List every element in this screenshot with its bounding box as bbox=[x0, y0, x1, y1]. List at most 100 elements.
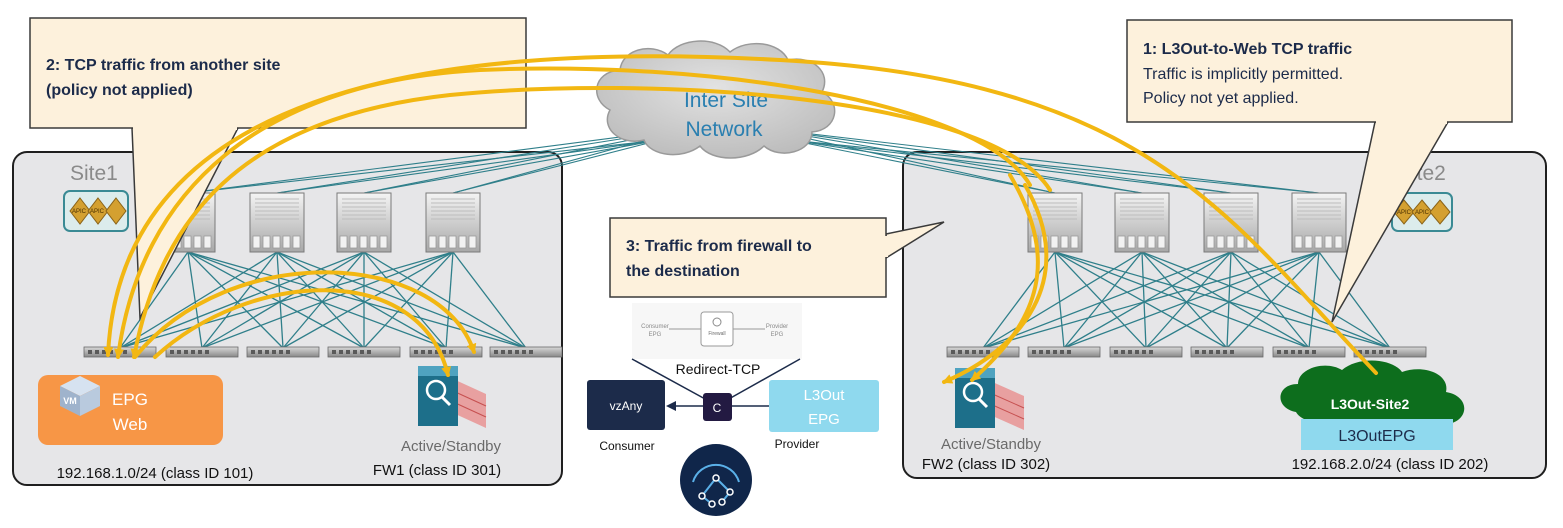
fabric-link bbox=[1054, 251, 1065, 349]
epg-web-line1: EPG bbox=[112, 390, 148, 409]
orchestrator-logo bbox=[680, 444, 752, 516]
fabric-link bbox=[282, 251, 454, 349]
isn-link bbox=[789, 139, 1056, 194]
epg-web: VM EPG Web bbox=[38, 375, 223, 445]
isn-link bbox=[276, 139, 661, 194]
isn-link bbox=[452, 139, 661, 194]
magnifier-icon bbox=[425, 379, 447, 401]
vzany-epg: vzAny bbox=[587, 380, 665, 430]
site2-subnet: 192.168.2.0/24 (class ID 202) bbox=[1292, 456, 1489, 473]
leaf-switch bbox=[1027, 346, 1101, 358]
l3out-epg-line1: L3Out bbox=[804, 387, 846, 404]
leaf-switch bbox=[489, 346, 563, 358]
fabric-link bbox=[1054, 251, 1391, 349]
fabric-link bbox=[1226, 251, 1232, 349]
traffic-path-5 bbox=[153, 288, 451, 377]
fabric-link bbox=[187, 251, 365, 349]
fabric-link bbox=[1230, 251, 1310, 349]
site1-subnet: 192.168.1.0/24 (class ID 101) bbox=[57, 465, 254, 482]
leaf-switch bbox=[409, 346, 483, 358]
fabric-link bbox=[1141, 251, 1310, 349]
callout-1: 1: L3Out-to-Web TCP traffic Traffic is i… bbox=[1126, 19, 1513, 323]
fabric-link bbox=[187, 251, 447, 349]
leaf-switch bbox=[246, 346, 320, 358]
leaf-switch bbox=[1272, 346, 1346, 358]
apic-label: APIC bbox=[90, 209, 105, 215]
firewall-fw1: Active/Standby FW1 (class ID 301) bbox=[373, 366, 502, 479]
fabric-link bbox=[982, 251, 1320, 349]
callout-2-line2: (policy not applied) bbox=[46, 82, 193, 99]
fabric-link bbox=[201, 251, 278, 349]
fabric-link bbox=[187, 251, 527, 349]
traffic-path-2 bbox=[114, 66, 1032, 359]
vzany-label: vzAny bbox=[610, 399, 643, 413]
fabric-link bbox=[282, 251, 365, 349]
fabric-link bbox=[982, 251, 1056, 349]
l3out-site2: L3Out-Site2 L3OutEPG bbox=[1280, 360, 1465, 450]
traffic-path-4 bbox=[133, 270, 477, 359]
spine-switch bbox=[249, 192, 305, 253]
traffic-path-3 bbox=[130, 85, 1052, 359]
apic-cluster-site2: APIC APIC bbox=[1391, 192, 1453, 232]
fabric-link bbox=[276, 251, 527, 349]
fabric-link bbox=[1063, 251, 1232, 349]
isn-link bbox=[759, 127, 1320, 194]
sg-consumer-epg-2: EPG bbox=[649, 332, 662, 338]
traffic-path-1 bbox=[103, 54, 1378, 375]
isn-label-line2: Network bbox=[685, 118, 763, 141]
l3out-epg-line2: EPG bbox=[808, 411, 840, 428]
callout-1-title: 1: L3Out-to-Web TCP traffic bbox=[1143, 41, 1352, 58]
isn-links bbox=[187, 127, 1320, 194]
isn-link bbox=[789, 139, 1232, 194]
fabric-link bbox=[119, 251, 454, 349]
epg-web-line2: Web bbox=[113, 415, 148, 434]
isn-link bbox=[789, 139, 1143, 194]
isn-link bbox=[759, 127, 1143, 194]
fabric-link bbox=[276, 251, 284, 349]
l3out-epg-provider: L3Out EPG bbox=[769, 380, 879, 432]
magnifier-icon bbox=[962, 381, 984, 403]
callout-3-line2: the destination bbox=[626, 263, 740, 280]
callout-3-line1: 3: Traffic from firewall to bbox=[626, 238, 812, 255]
fabric-link bbox=[1141, 251, 1228, 349]
spine-switch bbox=[1114, 192, 1170, 253]
sg-firewall-label: Firewall bbox=[708, 331, 725, 337]
fabric-link bbox=[201, 251, 365, 349]
fabric-link bbox=[1054, 251, 1147, 349]
fabric-link bbox=[1063, 251, 1143, 349]
apic-cluster-site1: APIC APIC bbox=[63, 190, 129, 232]
contract-c-label: C bbox=[713, 401, 722, 415]
fabric-link bbox=[201, 251, 454, 349]
callout-2-line1: 2: TCP traffic from another site bbox=[46, 57, 281, 74]
leaf-switch bbox=[165, 346, 239, 358]
leaf-switch bbox=[946, 346, 1020, 358]
fabric-link bbox=[1054, 251, 1310, 349]
redirect-tcp-label: Redirect-TCP bbox=[676, 361, 761, 377]
fabric-link bbox=[363, 251, 527, 349]
fabric-links bbox=[119, 251, 1391, 349]
fabric-link bbox=[1318, 251, 1391, 349]
fabric-link bbox=[187, 251, 284, 349]
fabric-link bbox=[187, 251, 203, 349]
leaf-switch bbox=[327, 346, 401, 358]
apic-label: APIC bbox=[72, 209, 87, 215]
apic-label: APIC bbox=[1397, 210, 1412, 216]
fabric-link bbox=[452, 251, 527, 349]
fabric-link bbox=[1141, 251, 1391, 349]
spine-switch bbox=[336, 192, 392, 253]
fabric-link bbox=[982, 251, 1143, 349]
isn-link bbox=[187, 139, 661, 194]
leaf-switch bbox=[1353, 346, 1427, 358]
provider-label: Provider bbox=[775, 437, 820, 451]
fabric-link bbox=[1054, 251, 1228, 349]
leaf-switch bbox=[1190, 346, 1264, 358]
consumer-label: Consumer bbox=[599, 439, 654, 453]
fabric-link bbox=[363, 251, 447, 349]
vm-label: VM bbox=[63, 396, 77, 406]
fw2-label: FW2 (class ID 302) bbox=[922, 456, 1050, 473]
fabric-link bbox=[276, 251, 447, 349]
isn-link bbox=[363, 139, 661, 194]
leaf-switch bbox=[1109, 346, 1183, 358]
fabric-link bbox=[982, 251, 1232, 349]
